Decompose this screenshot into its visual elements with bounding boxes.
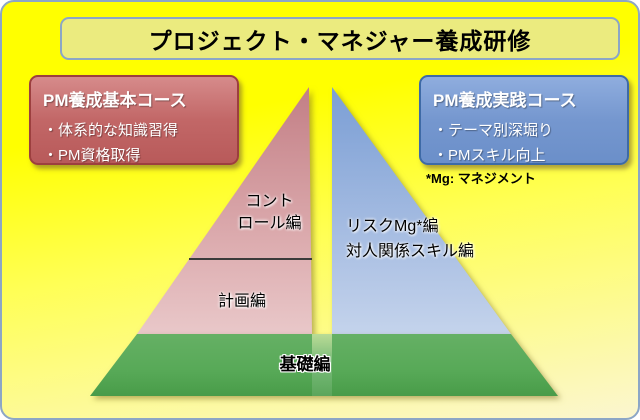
practice-course-heading: PM養成実践コース	[433, 91, 577, 110]
interpersonal-skill-label: 対人関係スキル編	[346, 243, 475, 260]
practice-course-bullet-2: ・PMスキル向上	[433, 147, 546, 164]
mg-footnote: *Mg: マネジメント	[426, 171, 536, 186]
page-title: プロジェクト・マネジャー養成研修	[60, 17, 620, 60]
control-label-line2: ロール編	[237, 215, 302, 232]
control-plan-divider-line	[189, 258, 312, 260]
control-label-line1: コント	[245, 193, 294, 210]
basics-section-label: 基礎編	[279, 355, 331, 374]
basic-course-bullet-1: ・体系的な知識習得	[43, 122, 179, 139]
practice-course-bullet-1: ・テーマ別深堀り	[433, 122, 554, 139]
planning-section-label: 計画編	[217, 293, 266, 310]
page-title-text: プロジェクト・マネジャー養成研修	[148, 27, 532, 54]
center-gap-highlight	[312, 334, 332, 396]
basic-course-heading: PM養成基本コース	[43, 91, 187, 110]
basic-course-bullet-2: ・PM資格取得	[43, 147, 141, 164]
practice-course-box: PM養成実践コース ・テーマ別深堀り ・PMスキル向上	[419, 75, 629, 165]
control-section-label: コント ロール編	[212, 191, 327, 235]
basic-course-box: PM養成基本コース ・体系的な知識習得 ・PM資格取得	[29, 75, 239, 165]
practice-topics-label: リスクMg*編 対人関係スキル編	[346, 214, 474, 264]
risk-mg-label: リスクMg*編	[346, 218, 439, 235]
